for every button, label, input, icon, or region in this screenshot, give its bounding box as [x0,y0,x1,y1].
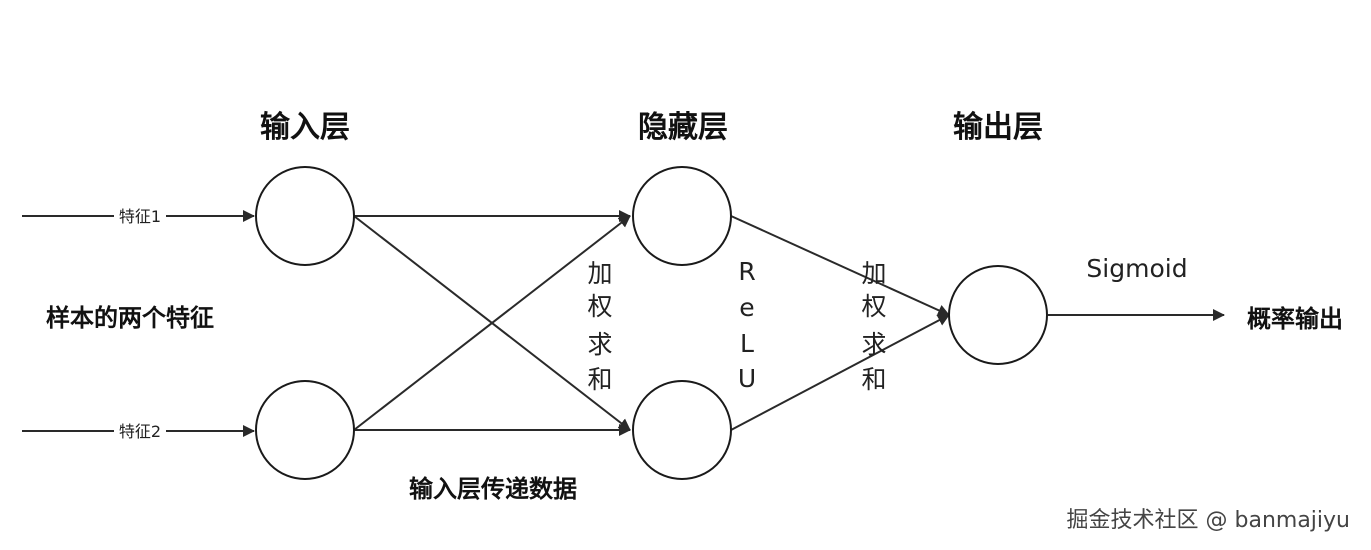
edge-input2-hidden1 [353,215,631,431]
feature1-label: 特征1 [119,207,161,226]
relu-char: e [739,293,754,322]
input-layer-title: 输入层 [260,110,350,145]
weighted-sum-left-char: 和 [587,365,612,394]
input-node-2 [255,380,355,480]
relu-char: U [738,364,756,393]
sigmoid-label: Sigmoid [1086,254,1187,283]
edge-hidden2-output [730,314,950,431]
weighted-sum-right-char: 加 [861,259,886,288]
weighted-sum-right-char: 和 [861,365,886,394]
sample-features-label: 样本的两个特征 [46,304,214,332]
watermark: 掘金技术社区 @ banmajiyu [1067,508,1350,533]
feature1-label-background [114,206,166,226]
hidden-node-2 [632,380,732,480]
feature2-label: 特征2 [119,422,161,441]
hidden-layer-title: 隐藏层 [638,110,728,145]
hidden-node-1 [632,166,732,266]
relu-char: R [738,257,755,286]
edge-hidden1-output [730,215,950,316]
probability-output-label: 概率输出 [1247,305,1343,333]
input-node-1 [255,166,355,266]
weighted-sum-right-label: 加 权 求 和 [861,259,886,394]
input-pass-data-label: 输入层传递数据 [409,475,577,503]
weighted-sum-right-char: 权 [861,292,886,321]
weighted-sum-left-label: 加 权 求 和 [587,259,612,394]
output-node [948,265,1048,365]
relu-label: R e L U [738,257,756,393]
weighted-sum-left-char: 求 [587,330,612,359]
weighted-sum-right-char: 求 [861,330,886,359]
weighted-sum-left-char: 加 [587,259,612,288]
feature2-label-background [114,421,166,441]
weighted-sum-left-char: 权 [587,292,612,321]
output-layer-title: 输出层 [953,110,1043,145]
relu-char: L [740,329,754,358]
